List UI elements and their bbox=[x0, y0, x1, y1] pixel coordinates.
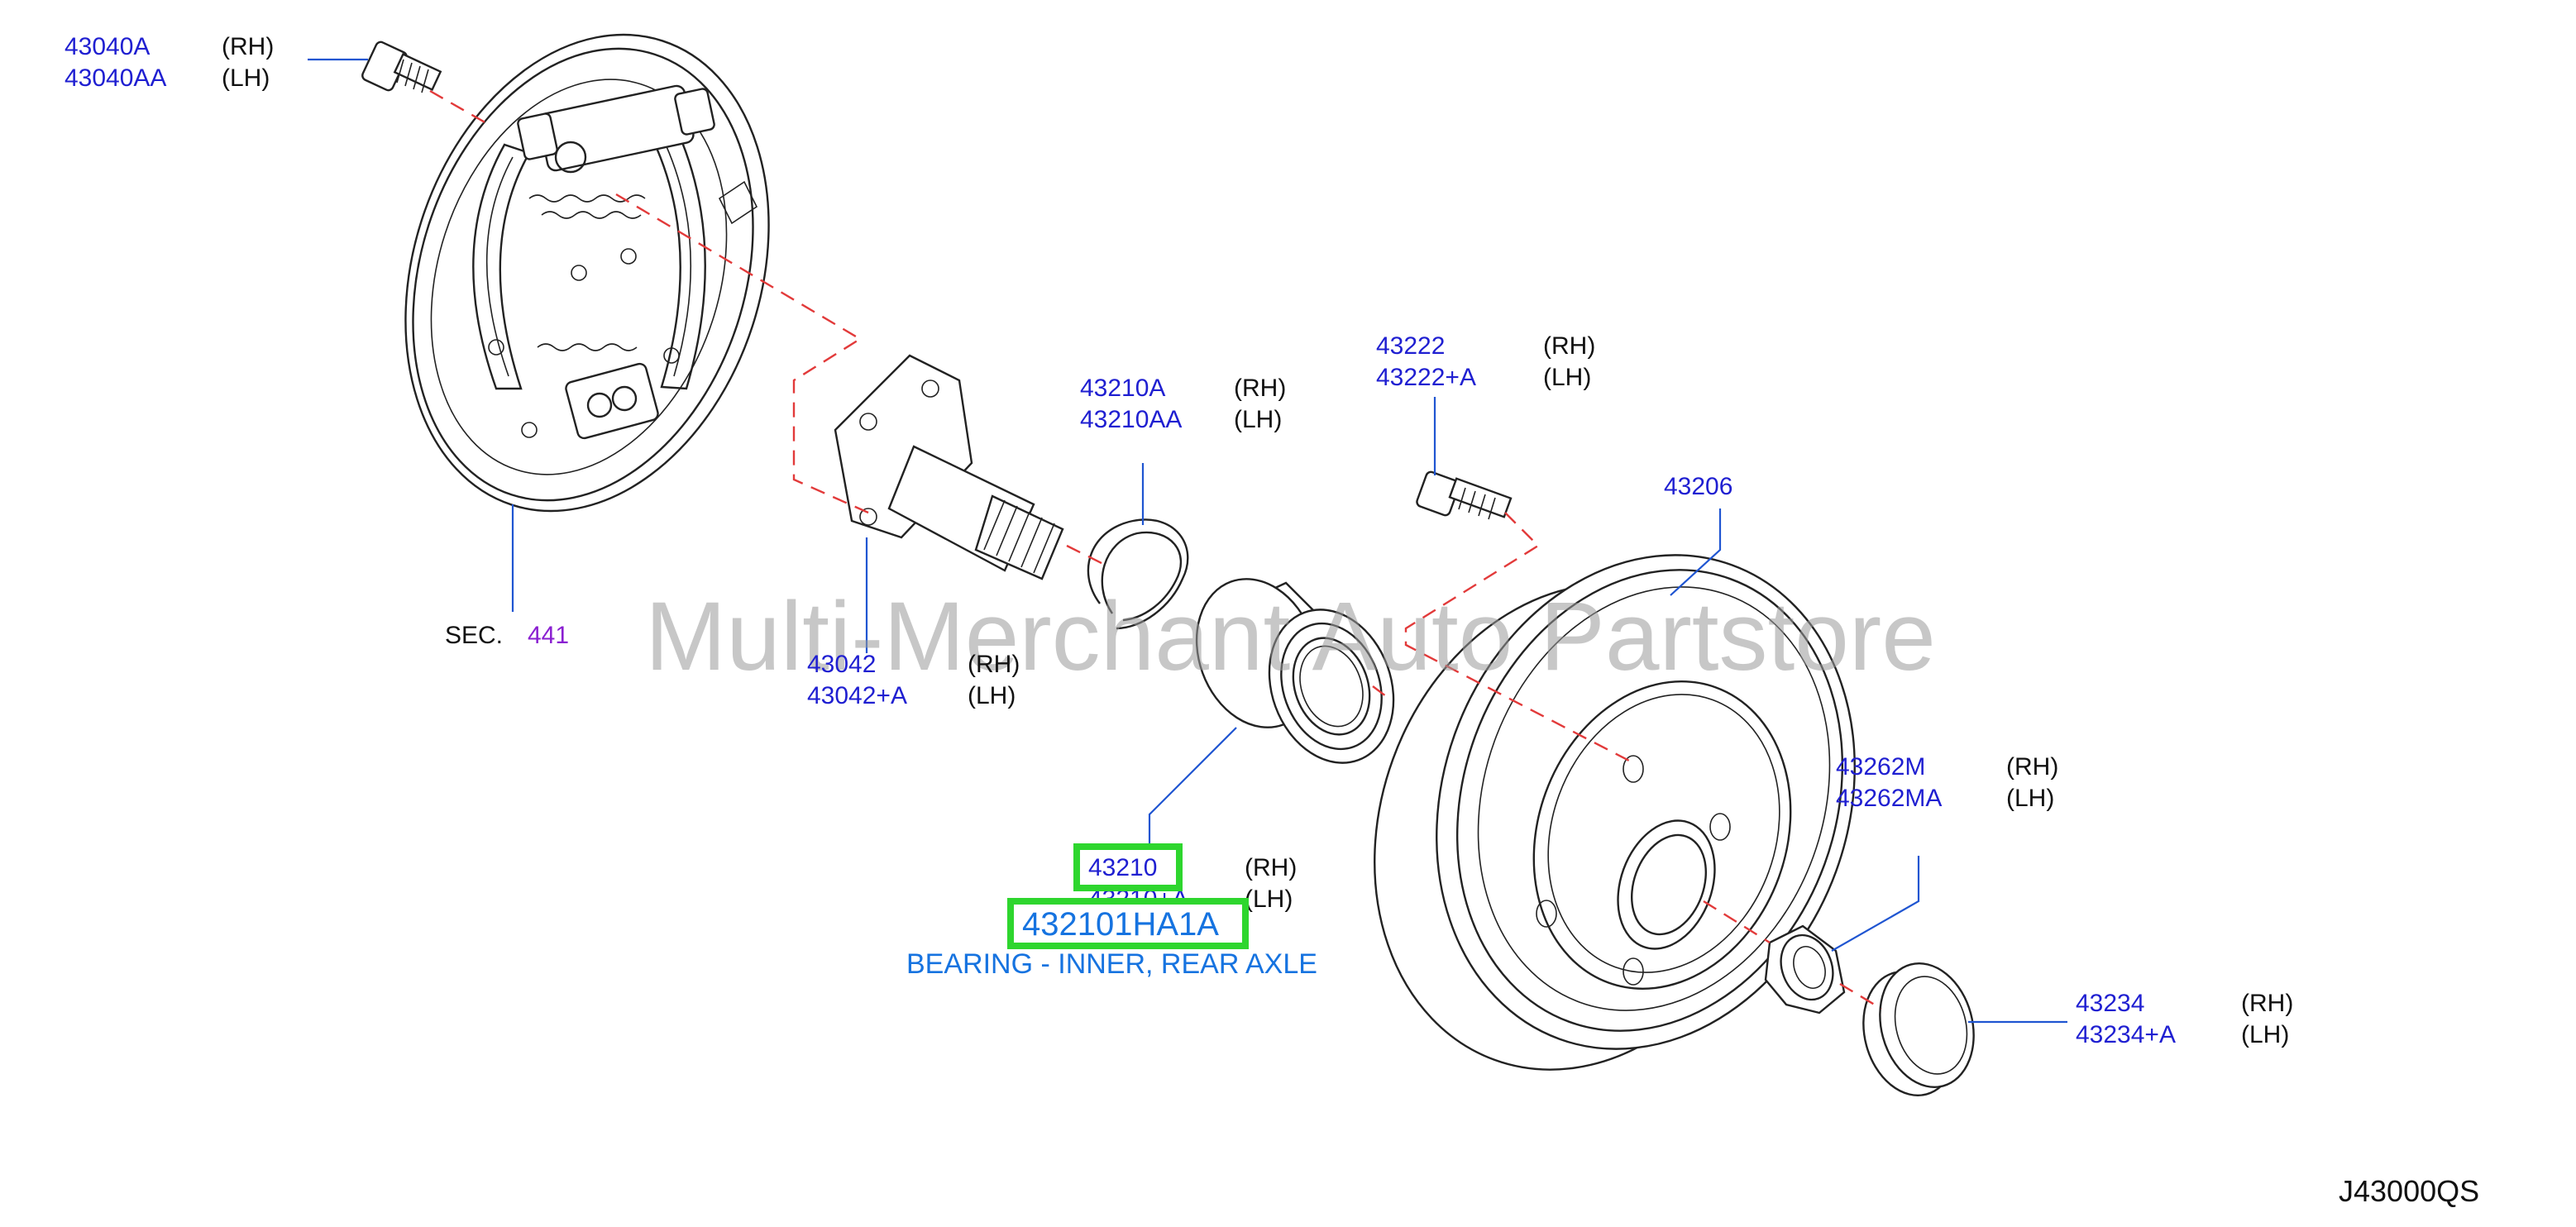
hub-nut-drawing bbox=[1764, 924, 1846, 1015]
bearing-drawing bbox=[1195, 578, 1395, 764]
part-number-link[interactable]: 43040AA bbox=[65, 64, 166, 92]
side-label: (LH) bbox=[222, 64, 270, 92]
part-number-link[interactable]: 43210A bbox=[1080, 375, 1165, 402]
callout-hub-nut[interactable]: 43262M (RH) 43262MA (LH) bbox=[1836, 753, 2058, 812]
grease-cap-drawing bbox=[1862, 962, 1975, 1096]
side-label: (RH) bbox=[1543, 332, 1595, 360]
callout-axle-spindle[interactable]: 43042 (RH) 43042+A (LH) bbox=[807, 651, 1020, 709]
part-number-link[interactable]: 43222 bbox=[1376, 332, 1445, 360]
side-label: (RH) bbox=[222, 33, 274, 60]
watermark-text: Multi-Merchant Auto Partstore bbox=[645, 582, 1936, 691]
side-label: (LH) bbox=[1543, 364, 1591, 391]
hub-bolt-drawing bbox=[1416, 470, 1513, 520]
side-label: (LH) bbox=[1245, 886, 1293, 913]
section-reference[interactable]: SEC. 441 bbox=[445, 622, 569, 649]
side-label: (RH) bbox=[968, 651, 1020, 678]
side-label: (LH) bbox=[2006, 785, 2054, 812]
part-number-link[interactable]: 43262M bbox=[1836, 753, 1925, 781]
leader-lines bbox=[308, 58, 2067, 1024]
part-description: BEARING - INNER, REAR AXLE bbox=[906, 948, 1317, 980]
callout-brake-drum[interactable]: 43206 bbox=[1664, 473, 1732, 500]
oem-part-number-link[interactable]: 432101HA1A bbox=[1022, 906, 1219, 943]
part-number-link[interactable]: 43210AA bbox=[1080, 406, 1182, 433]
side-label: (LH) bbox=[968, 682, 1016, 709]
part-number-link[interactable]: 43206 bbox=[1664, 473, 1732, 500]
part-number-link[interactable]: 43040A bbox=[65, 33, 150, 60]
diagram-code: J43000QS bbox=[2339, 1174, 2479, 1208]
side-label: (LH) bbox=[1234, 406, 1282, 433]
side-label: (RH) bbox=[1234, 375, 1286, 402]
side-label: (LH) bbox=[2241, 1021, 2289, 1048]
assembly-axis-lines bbox=[429, 89, 1882, 1010]
highlight-box-part bbox=[1073, 843, 1183, 891]
highlight-box-oem bbox=[1007, 898, 1249, 949]
wheel-cylinder-bolt-drawing bbox=[361, 41, 442, 93]
callout-grease-cap[interactable]: 43234 (RH) 43234+A (LH) bbox=[2076, 990, 2293, 1048]
highlight-backdrop bbox=[1011, 901, 1245, 946]
part-number-link[interactable]: 43210 bbox=[1088, 854, 1157, 881]
part-number-link[interactable]: 43042+A bbox=[807, 682, 907, 709]
part-number-link[interactable]: 43262MA bbox=[1836, 785, 1942, 812]
brake-backing-plate-drawing bbox=[404, 33, 770, 513]
callout-wheel-cylinder-bolt[interactable]: 43040A (RH) 43040AA (LH) bbox=[65, 33, 274, 92]
snap-ring-drawing bbox=[1087, 518, 1189, 630]
part-number-link[interactable]: 43042 bbox=[807, 651, 876, 678]
part-number-link[interactable]: 43222+A bbox=[1376, 364, 1476, 391]
callout-bearing[interactable]: 43210 (RH) 43210+A (LH) 432101HA1A BEARI… bbox=[906, 843, 1317, 980]
section-number-link[interactable]: 441 bbox=[528, 622, 569, 649]
side-label: (RH) bbox=[2241, 990, 2293, 1017]
callout-hub-bolt[interactable]: 43222 (RH) 43222+A (LH) bbox=[1376, 332, 1595, 391]
part-number-link[interactable]: 43234 bbox=[2076, 990, 2144, 1017]
part-number-link[interactable]: 43234+A bbox=[2076, 1021, 2176, 1048]
axle-spindle-drawing bbox=[834, 354, 1064, 580]
side-label: (RH) bbox=[1245, 854, 1297, 881]
callout-snap-ring[interactable]: 43210A (RH) 43210AA (LH) bbox=[1080, 375, 1286, 433]
side-label: (RH) bbox=[2006, 753, 2058, 781]
section-prefix: SEC. bbox=[445, 622, 503, 649]
brake-drum-drawing bbox=[1374, 554, 1856, 1071]
